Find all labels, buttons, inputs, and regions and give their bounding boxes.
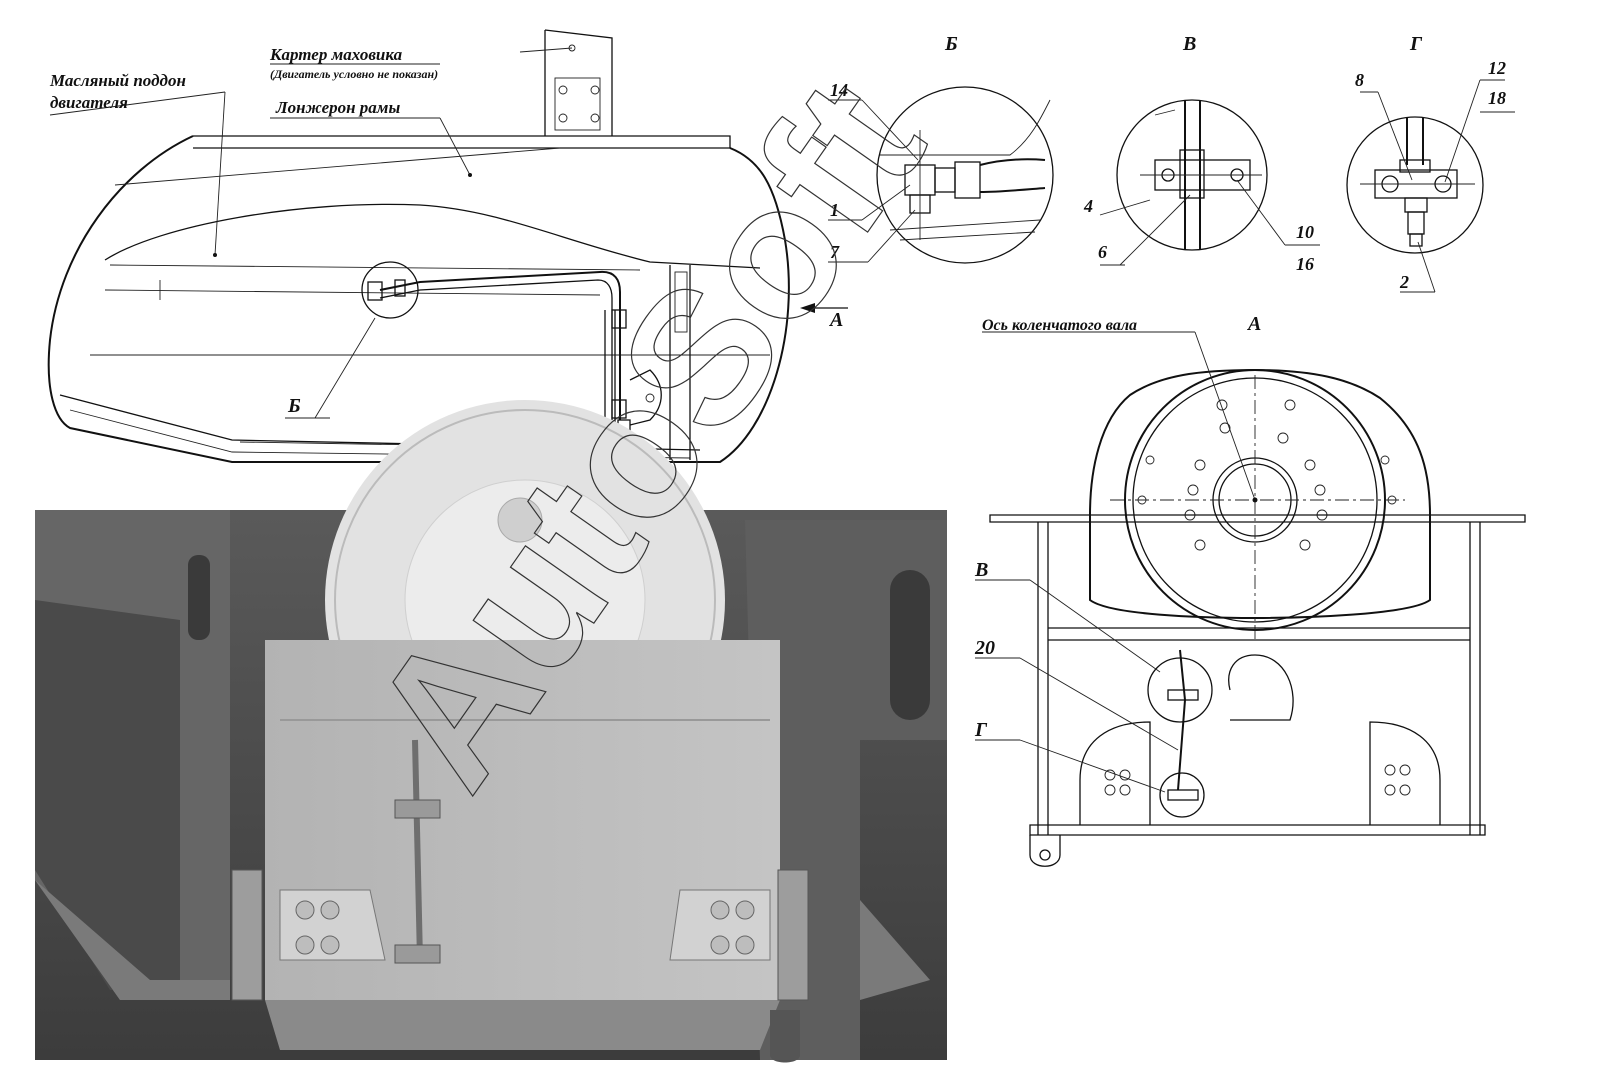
callout-v-in-a: В [974,559,988,581]
view-a-front [975,331,1526,867]
flywheel-housing-label: Картер маховика [269,45,403,64]
callout-b-main: Б [287,395,301,417]
view-v-detail [1099,99,1320,266]
oil-pan-label-line2: двигателя [50,93,128,112]
crankshaft-axis-label: Ось коленчатого вала [982,317,1137,334]
view-b-title: Б [944,33,958,55]
view-v-title: В [1182,33,1196,55]
view-a-title: А [1246,313,1261,335]
callout-2: 2 [1399,272,1409,292]
render-3d [35,400,947,1063]
callout-7: 7 [830,242,840,262]
callout-8: 8 [1355,70,1364,90]
callout-g-in-a: Г [974,719,988,741]
view-b-detail [828,86,1054,264]
callout-12: 12 [1488,58,1506,78]
callout-1: 1 [830,200,839,220]
arrow-a-label: А [828,309,843,331]
callout-14: 14 [830,80,848,100]
callout-18: 18 [1488,88,1506,108]
oil-pan-label-line1: Масляный поддон [49,71,186,90]
main-side-view [47,29,848,463]
frame-rail-label: Лонжерон рамы [275,98,400,117]
flywheel-housing-note: (Двигатель условно не показан) [270,67,438,81]
callout-20: 20 [974,637,995,659]
callout-4: 4 [1083,196,1093,216]
view-g-title: Г [1409,33,1423,55]
callout-6: 6 [1098,242,1107,262]
callout-10: 10 [1296,222,1314,242]
callout-16: 16 [1296,254,1314,274]
view-g-detail [1346,79,1515,293]
